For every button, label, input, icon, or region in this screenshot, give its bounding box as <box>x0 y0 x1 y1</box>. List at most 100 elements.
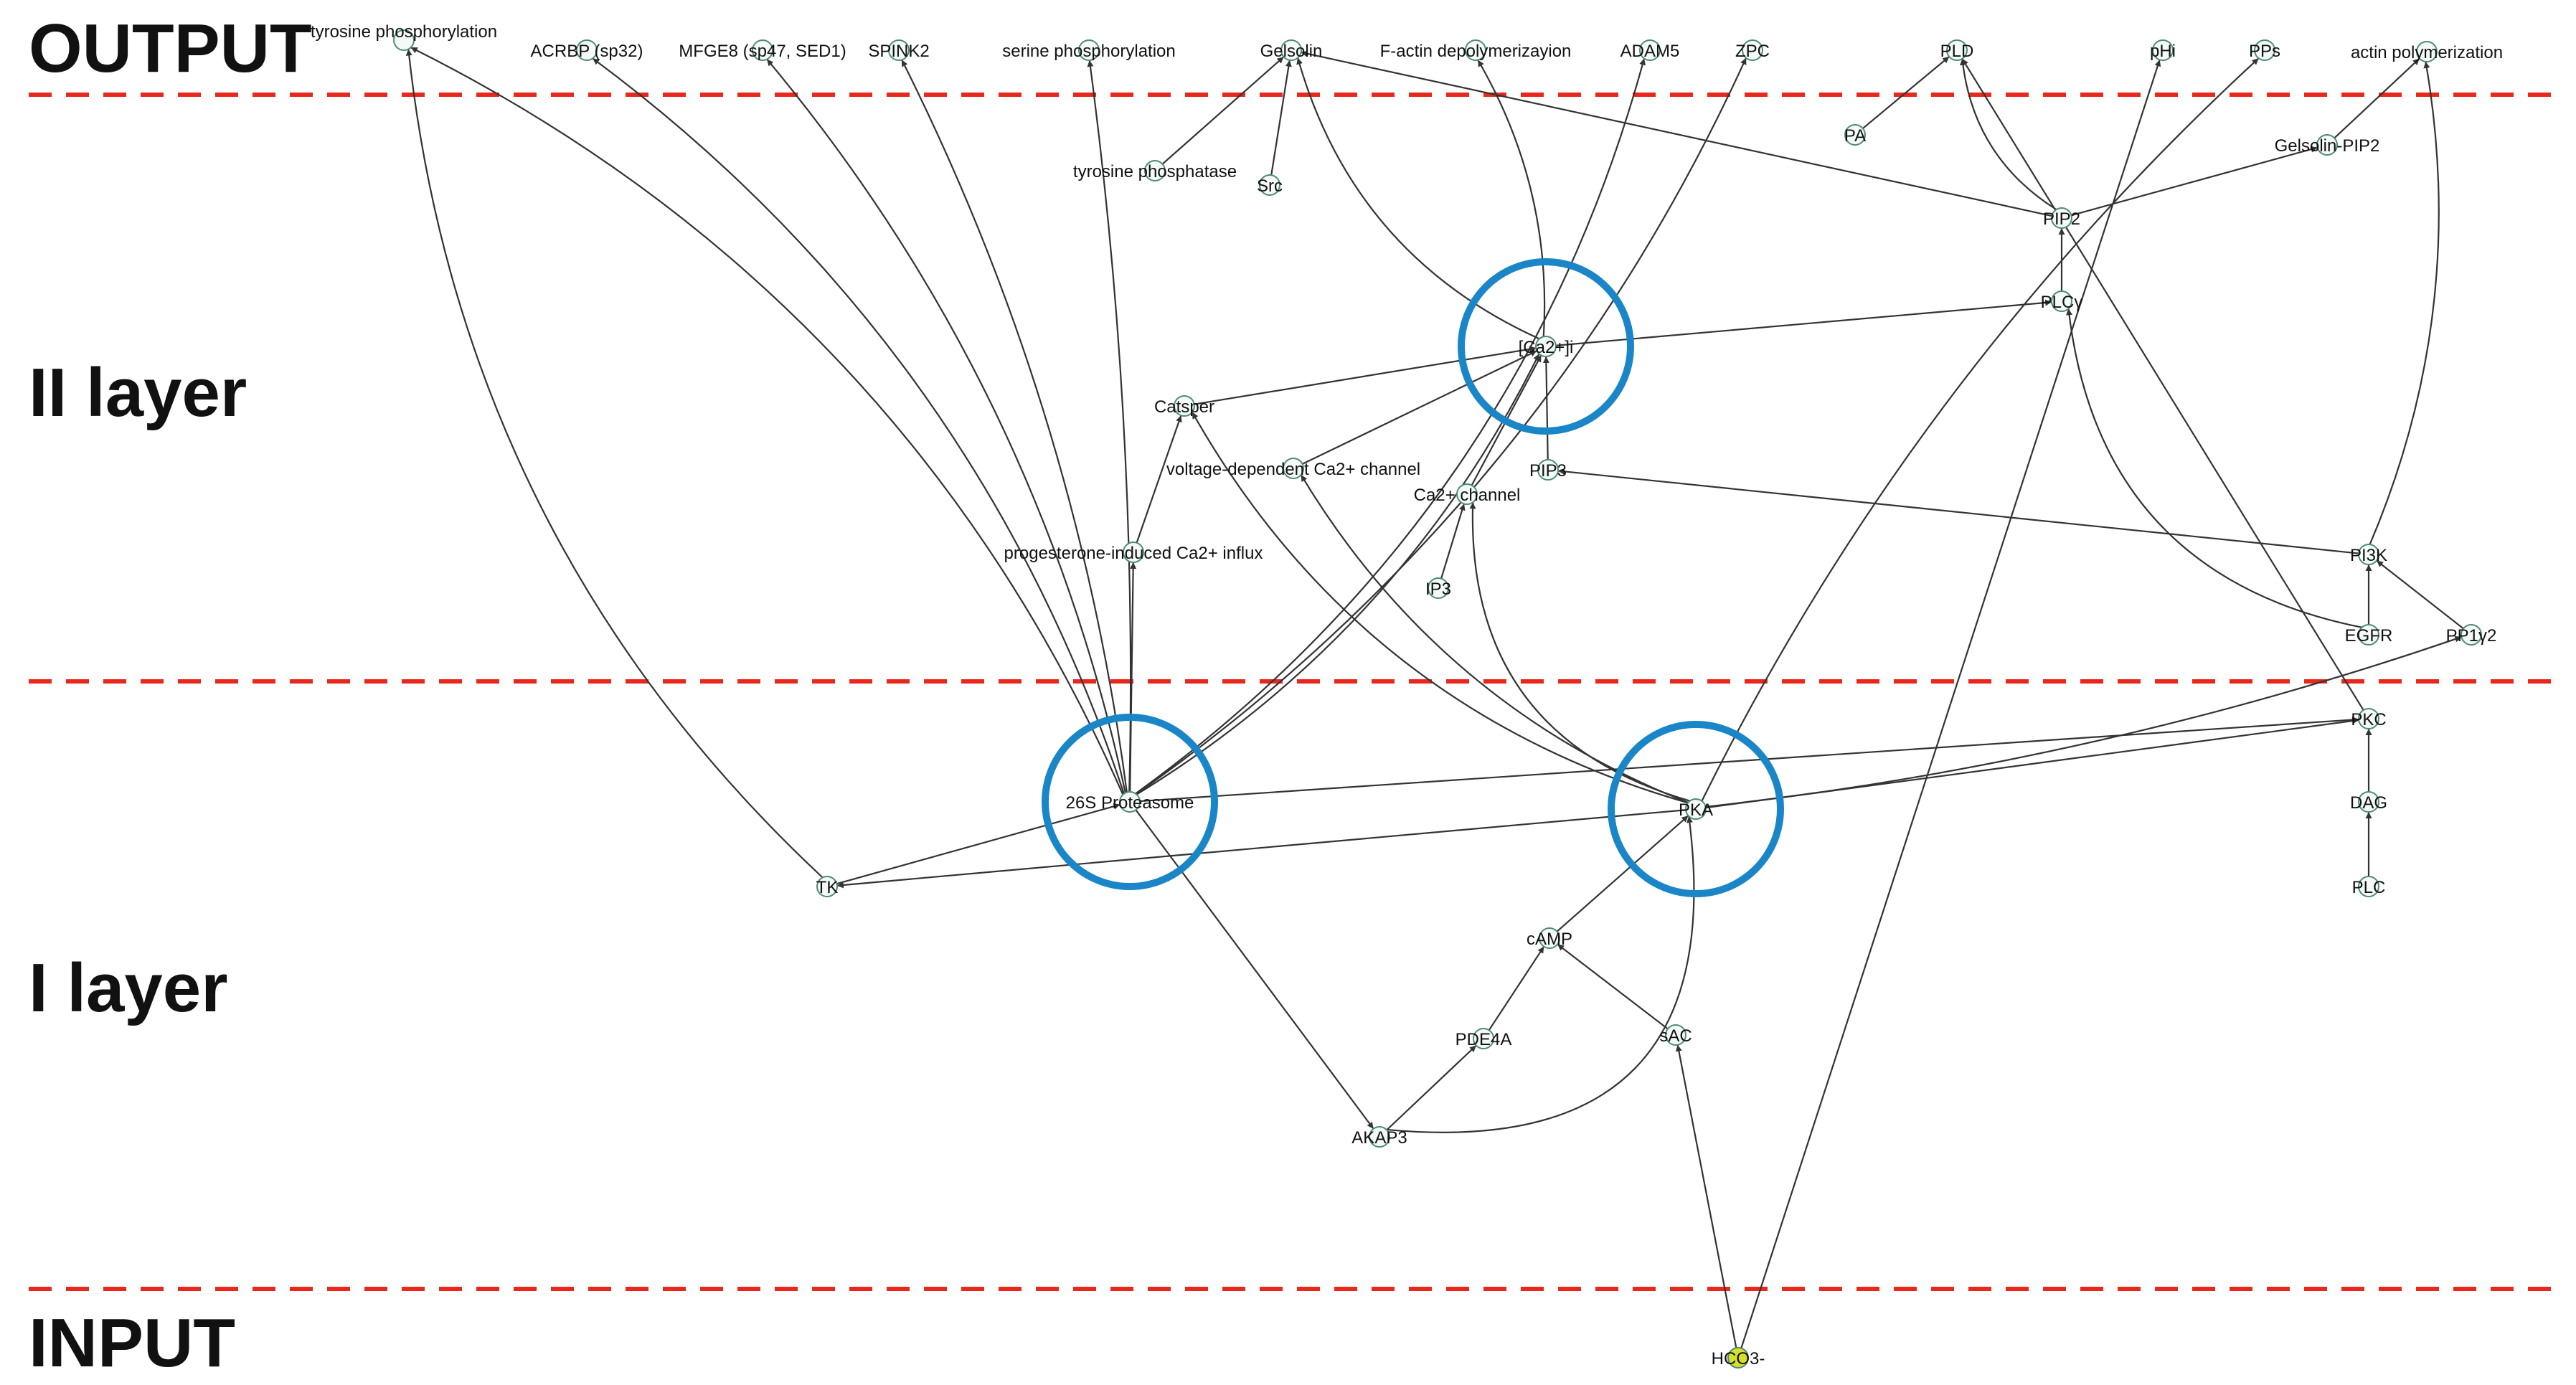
node-circle-gelsolin_pip2[interactable] <box>2316 134 2338 156</box>
node-tk[interactable]: TK <box>816 876 839 897</box>
node-circle-src[interactable] <box>1259 174 1280 196</box>
node-circle-phi[interactable] <box>2152 39 2174 61</box>
node-gelsolin[interactable]: Gelsolin <box>1260 39 1323 61</box>
edge-gelsolin_pip2-to-actin_poly <box>2334 57 2420 139</box>
node-circle-pi3k[interactable] <box>2358 544 2379 565</box>
node-actin_poly[interactable]: actin polymerization <box>2351 41 2503 62</box>
node-ca_channel[interactable]: Ca2+ channel <box>1414 483 1521 505</box>
node-circle-ip3[interactable] <box>1428 577 1449 599</box>
node-phi[interactable]: pHi <box>2150 39 2176 61</box>
node-circle-plcg[interactable] <box>2051 290 2072 312</box>
node-circle-ca2i[interactable] <box>1535 336 1557 357</box>
node-ip3[interactable]: IP3 <box>1425 577 1451 599</box>
node-gelsolin_pip2[interactable]: Gelsolin-PIP2 <box>2275 134 2380 156</box>
node-circle-pkc[interactable] <box>2358 708 2379 729</box>
edge-akap3-to-pka <box>1386 816 1695 1133</box>
node-tyr_phosphatase[interactable]: tyrosine phosphatase <box>1073 160 1237 181</box>
node-circle-pip3[interactable] <box>1537 459 1559 481</box>
node-egfr[interactable]: EGFR <box>2345 624 2393 646</box>
node-dag[interactable]: DAG <box>2350 791 2387 813</box>
node-label-adam5: ADAM5 <box>1620 42 1680 61</box>
node-circle-factin[interactable] <box>1465 39 1486 61</box>
node-circle-gelsolin[interactable] <box>1280 39 1302 61</box>
node-catsper[interactable]: Catsper <box>1154 395 1214 417</box>
node-pld[interactable]: PLD <box>1940 39 1974 61</box>
node-circle-pde4a[interactable] <box>1473 1028 1494 1049</box>
node-zpc[interactable]: ZPC <box>1735 39 1770 61</box>
edge-proteasome-to-pkc <box>1139 717 2359 803</box>
node-mfge8[interactable]: MFGE8 (sp47, SED1) <box>679 39 846 61</box>
node-circle-plc[interactable] <box>2358 876 2379 897</box>
node-circle-tyr_phos[interactable] <box>393 29 415 51</box>
node-label-gelsolin: Gelsolin <box>1260 42 1323 61</box>
node-circle-akap3[interactable] <box>1369 1126 1390 1148</box>
node-circle-actin_poly[interactable] <box>2416 41 2438 62</box>
node-circle-pka[interactable] <box>1685 798 1707 820</box>
node-circle-egfr[interactable] <box>2358 624 2379 646</box>
node-pka[interactable]: PKA <box>1679 798 1713 820</box>
node-proteasome[interactable]: 26S Proteasome <box>1066 791 1194 813</box>
node-pip3[interactable]: PIP3 <box>1529 459 1567 481</box>
edge-proteasome-to-ca2i <box>1136 353 1540 795</box>
node-circle-sac[interactable] <box>1665 1024 1686 1046</box>
node-circle-vdcc[interactable] <box>1283 458 1304 479</box>
node-label-mfge8: MFGE8 (sp47, SED1) <box>679 42 846 61</box>
node-circle-adam5[interactable] <box>1639 39 1661 61</box>
node-pip2[interactable]: PIP2 <box>2043 207 2080 229</box>
edge-pka-to-pp1g2 <box>1705 635 2462 808</box>
edge-pip3-to-ca2i <box>1542 356 1549 460</box>
node-circle-camp[interactable] <box>1539 927 1560 949</box>
edge-pde4a-to-camp <box>1488 946 1545 1031</box>
node-circle-spink2[interactable] <box>888 39 910 61</box>
node-ca2i[interactable]: [Ca2+]i <box>1519 336 1574 357</box>
node-pps[interactable]: PPs <box>2249 39 2280 61</box>
node-circle-zpc[interactable] <box>1742 39 1763 61</box>
node-spink2[interactable]: SPINK2 <box>868 39 930 61</box>
node-label-pkc: PKC <box>2351 710 2386 729</box>
node-circle-proteasome[interactable] <box>1119 791 1141 813</box>
node-factin[interactable]: F-actin depolymerizayion <box>1380 39 1572 61</box>
node-akap3[interactable]: AKAP3 <box>1351 1126 1407 1148</box>
node-hco3[interactable]: HCO3- <box>1712 1347 1765 1369</box>
node-plcg[interactable]: PLCγ <box>2041 290 2083 312</box>
node-label-phi: pHi <box>2150 42 2176 61</box>
node-tyr_phos[interactable]: tyrosine phosphorylation <box>311 22 497 51</box>
node-circle-acrbp[interactable] <box>576 39 598 61</box>
node-circle-hco3[interactable] <box>1727 1347 1749 1369</box>
edge-egfr-to-plcg <box>2066 308 2362 628</box>
node-pde4a[interactable]: PDE4A <box>1456 1028 1512 1049</box>
node-plc[interactable]: PLC <box>2352 876 2386 897</box>
node-pa[interactable]: PA <box>1844 124 1866 146</box>
node-pkc[interactable]: PKC <box>2351 708 2387 729</box>
node-circle-ca_channel[interactable] <box>1456 483 1478 505</box>
node-circle-pp1g2[interactable] <box>2461 624 2482 646</box>
node-circle-pps[interactable] <box>2254 39 2275 61</box>
node-circle-pld[interactable] <box>1946 39 1968 61</box>
node-circle-pip2[interactable] <box>2051 207 2072 229</box>
node-label-ip3: IP3 <box>1425 580 1451 599</box>
node-pp1g2[interactable]: PP1γ2 <box>2446 624 2497 646</box>
node-ser_phos[interactable]: serine phosphorylation <box>1002 39 1176 61</box>
node-circle-tyr_phosphatase[interactable] <box>1144 160 1166 181</box>
node-prog_influx[interactable]: progesterone-induced Ca2+ influx <box>1004 542 1263 563</box>
node-circle-mfge8[interactable] <box>752 39 773 61</box>
node-circle-ser_phos[interactable] <box>1078 39 1100 61</box>
node-acrbp[interactable]: ACRBP (sp32) <box>531 39 643 61</box>
node-circle-dag[interactable] <box>2358 791 2379 813</box>
node-src[interactable]: Src <box>1257 174 1283 196</box>
node-sac[interactable]: sAC <box>1659 1024 1692 1046</box>
edge-tk-to-tyr_phos <box>405 49 824 879</box>
node-circle-pa[interactable] <box>1844 124 1866 146</box>
node-circle-tk[interactable] <box>816 876 838 897</box>
edge-akap3-to-pde4a <box>1386 1044 1477 1131</box>
node-adam5[interactable]: ADAM5 <box>1620 39 1680 61</box>
highlight-group <box>1042 258 1784 897</box>
node-label-pip3: PIP3 <box>1529 461 1567 481</box>
node-camp[interactable]: cAMP <box>1527 927 1572 949</box>
edge-proteasome-to-mfge8 <box>766 58 1126 793</box>
edge-group <box>405 47 2464 1349</box>
node-pi3k[interactable]: PI3K <box>2350 544 2387 565</box>
node-circle-catsper[interactable] <box>1174 395 1195 417</box>
node-vdcc[interactable]: voltage-dependent Ca2+ channel <box>1166 458 1420 479</box>
node-circle-prog_influx[interactable] <box>1123 542 1144 563</box>
